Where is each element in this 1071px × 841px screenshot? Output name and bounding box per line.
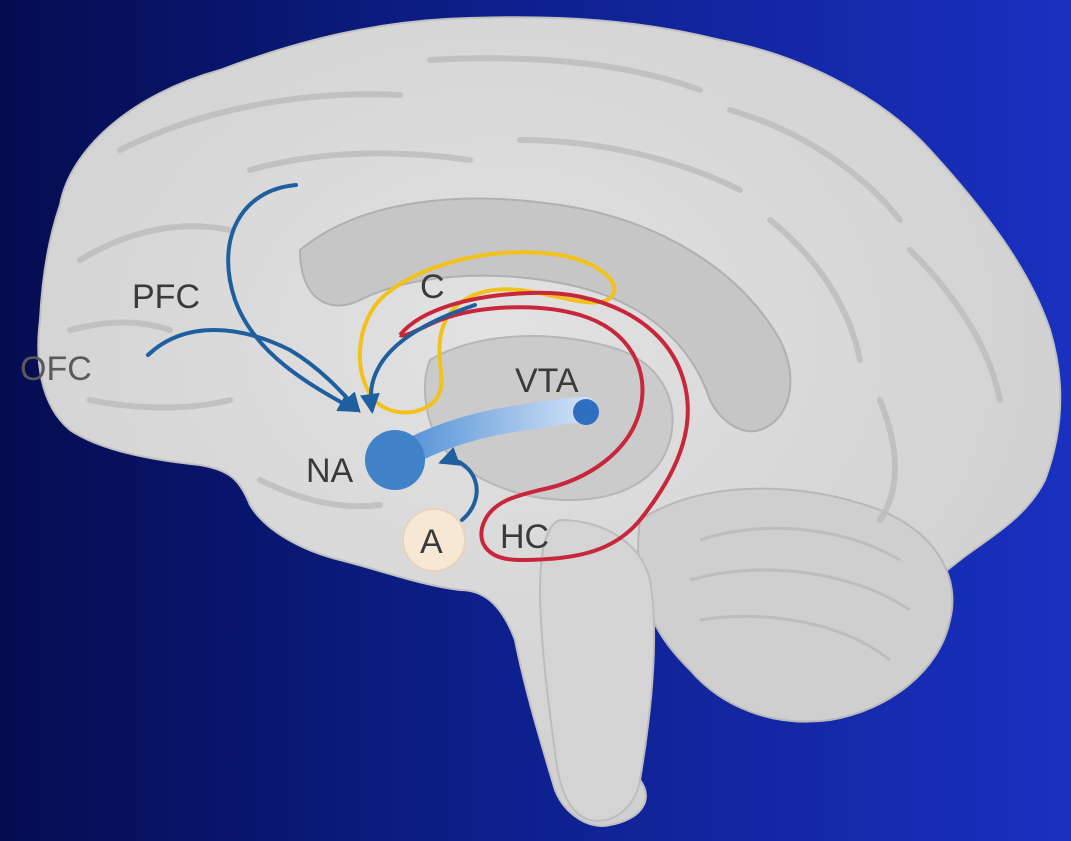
a-label: A <box>420 523 443 561</box>
hc-label: HC <box>500 518 549 556</box>
pfc-label: PFC <box>132 278 200 316</box>
vta-node <box>573 399 599 425</box>
na-node <box>365 430 425 490</box>
c-label: C <box>420 268 445 306</box>
vta-label: VTA <box>515 362 579 400</box>
cerebellum-shape <box>638 489 952 722</box>
ofc-label: OFC <box>20 350 92 388</box>
na-label: NA <box>306 452 354 490</box>
